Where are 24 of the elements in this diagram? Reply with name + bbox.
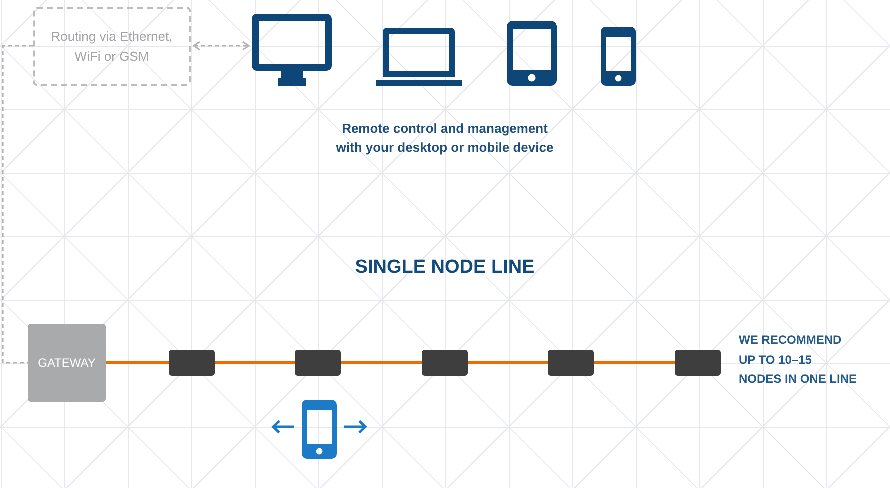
gateway-box bbox=[28, 324, 106, 402]
node-box bbox=[169, 350, 215, 376]
double-headed-arrow bbox=[193, 41, 250, 51]
connector-line bbox=[468, 362, 548, 364]
desktop-monitor-icon bbox=[252, 14, 332, 86]
section-title: SINGLE NODE LINE bbox=[354, 257, 536, 279]
node-box bbox=[295, 350, 341, 376]
routing-box bbox=[33, 7, 191, 86]
node-box bbox=[422, 350, 468, 376]
node-box bbox=[675, 350, 721, 376]
smartphone-icon bbox=[302, 400, 337, 459]
node-label: Routing via Ethernet, WiFi or GSM bbox=[50, 28, 174, 66]
connector-line bbox=[215, 362, 295, 364]
laptop-icon bbox=[376, 28, 462, 86]
connector-line bbox=[594, 362, 675, 364]
tablet-icon bbox=[507, 21, 557, 86]
node-box bbox=[548, 350, 594, 376]
caption-text: Remote control and management with your desktop or mobile device bbox=[335, 120, 555, 157]
dashed-line bbox=[2, 45, 33, 364]
smartphone-icon bbox=[601, 27, 636, 86]
connector-line bbox=[106, 362, 169, 364]
connector-line bbox=[341, 362, 422, 364]
note-text: WE RECOMMEND UP TO 10–15 NODES IN ONE LINE bbox=[739, 332, 858, 388]
node-label: GATEWAY bbox=[38, 355, 96, 372]
